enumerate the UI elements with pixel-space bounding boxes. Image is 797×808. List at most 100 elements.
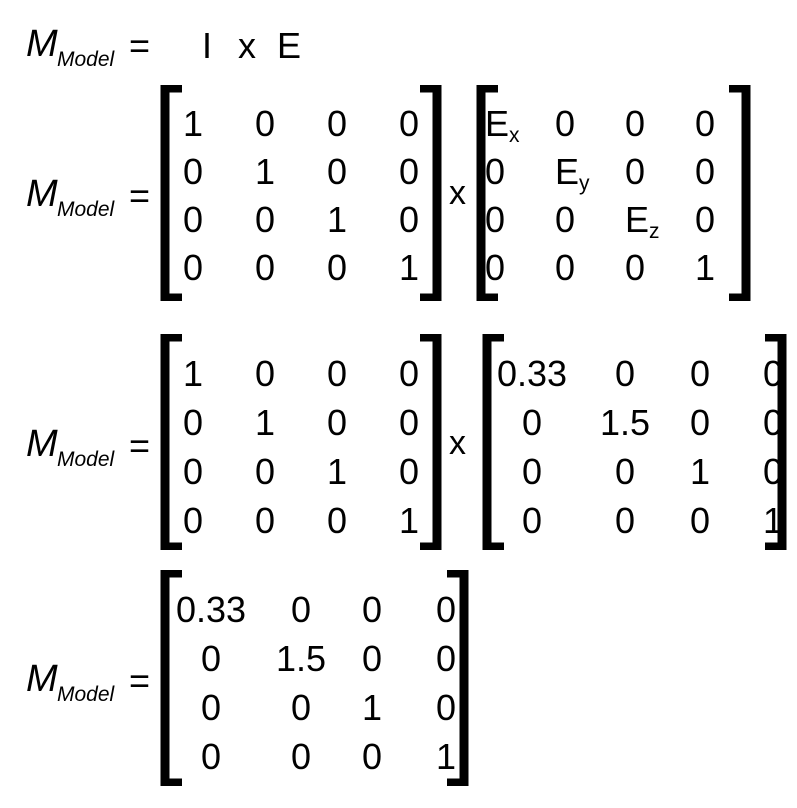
- matrix-cell: 0: [762, 451, 784, 492]
- matrix-cell: 0: [485, 247, 506, 288]
- matrix-cell: 0: [290, 687, 312, 728]
- matrix-cell: 0: [398, 151, 420, 192]
- matrix-cell: 0: [254, 500, 276, 541]
- matrix-cell: 0: [625, 247, 646, 288]
- matrix-cell: 1: [398, 500, 420, 541]
- matrix-cell: 0: [689, 402, 711, 443]
- matrix-cell: 1: [326, 199, 348, 240]
- matrix-cell: 0.33: [496, 353, 568, 394]
- matrix-cell: 1: [689, 451, 711, 492]
- matrix-cell: 1: [182, 353, 204, 394]
- matrix-cell: 0: [254, 199, 276, 240]
- matrix-cell: 0: [398, 199, 420, 240]
- matrix-cell: 0: [398, 402, 420, 443]
- matrix-cell: 0: [200, 638, 222, 679]
- equals-sign: =: [129, 175, 151, 216]
- matrix-cell: 0: [485, 151, 506, 192]
- m-symbol: M: [26, 23, 58, 65]
- multiply-symbol: x: [449, 424, 466, 462]
- matrix-cell: 0: [435, 687, 457, 728]
- matrix-subscript: z: [649, 220, 660, 243]
- matrix-cell: 0: [326, 353, 348, 394]
- matrix-cell: 0: [521, 402, 543, 443]
- matrix-cell: 0: [695, 199, 716, 240]
- matrix-cell: 0: [200, 687, 222, 728]
- matrix-cell: 0: [326, 500, 348, 541]
- matrix-cell: 0: [689, 353, 711, 394]
- matrix-cell: 0: [695, 103, 716, 144]
- identity-symbol: I: [202, 25, 213, 66]
- equals-sign: =: [129, 425, 151, 466]
- matrix-cell: 0: [762, 353, 784, 394]
- left-bracket: [160, 334, 182, 550]
- matrix-cell: 0: [398, 353, 420, 394]
- matrix-cell: 0: [182, 451, 204, 492]
- matrix-cell: 0: [398, 451, 420, 492]
- matrix-cell: 0: [435, 589, 457, 630]
- model-subscript: Model: [57, 48, 115, 71]
- model-subscript: Model: [57, 448, 115, 471]
- matrix-cell: 1: [762, 500, 784, 541]
- matrix-cell: 0: [254, 247, 276, 288]
- matrix-cell: 0: [762, 402, 784, 443]
- right-bracket: [729, 85, 751, 301]
- matrix-cell: 0: [182, 199, 204, 240]
- matrix-cell: 0: [521, 500, 543, 541]
- matrix-cell: 0: [361, 736, 383, 777]
- model-subscript: Model: [57, 198, 115, 221]
- matrix-cell: 0: [361, 638, 383, 679]
- left-bracket: [160, 570, 182, 786]
- matrix-cell: 0: [254, 103, 276, 144]
- matrix-cell: E: [555, 151, 580, 192]
- matrix-cell: 0: [290, 589, 312, 630]
- matrix-cell: 0: [398, 103, 420, 144]
- matrix-cell: 0: [625, 151, 646, 192]
- matrix-cell: 1: [435, 736, 457, 777]
- left-bracket: [160, 85, 182, 301]
- left-bracket: [476, 85, 498, 301]
- matrix-cell: 0: [182, 151, 204, 192]
- matrix-cell: 0: [182, 500, 204, 541]
- m-symbol: M: [26, 173, 58, 215]
- m-symbol: M: [26, 423, 58, 465]
- matrix-cell: 0: [326, 247, 348, 288]
- matrix-cell: 0: [254, 353, 276, 394]
- matrix-cell: E: [625, 199, 650, 240]
- equals-sign: =: [129, 660, 151, 701]
- multiply-symbol: x: [238, 25, 256, 66]
- matrix-cell: 0: [614, 353, 636, 394]
- matrix-cell: 0: [326, 151, 348, 192]
- scale-symbol: E: [277, 25, 302, 66]
- matrix-cell: 1: [182, 103, 204, 144]
- matrix-cell: 1: [695, 247, 716, 288]
- matrix-cell: 0: [435, 638, 457, 679]
- matrix-cell: 0: [614, 500, 636, 541]
- matrix-cell: 1: [254, 151, 276, 192]
- matrix-cell: 0: [254, 451, 276, 492]
- matrix-cell: 0: [290, 736, 312, 777]
- matrix-cell: 1.5: [599, 402, 651, 443]
- matrix-cell: 0: [695, 151, 716, 192]
- matrix-cell: 0: [555, 103, 576, 144]
- matrix-cell: 1: [398, 247, 420, 288]
- equation-line-1: M Model = I x E: [0, 0, 797, 80]
- matrix-cell: 0: [614, 451, 636, 492]
- right-bracket: [420, 85, 442, 301]
- model-subscript: Model: [57, 683, 115, 706]
- matrix-cell: 0: [625, 103, 646, 144]
- m-symbol: M: [26, 658, 58, 700]
- matrix-cell: 1: [254, 402, 276, 443]
- right-bracket: [447, 570, 469, 786]
- matrix-cell: 0: [555, 199, 576, 240]
- matrix-cell: 1: [361, 687, 383, 728]
- matrix-cell: 0: [326, 103, 348, 144]
- matrix-subscript: y: [579, 172, 590, 195]
- matrix-cell: 0: [555, 247, 576, 288]
- matrix-cell: 0: [200, 736, 222, 777]
- matrix-cell: 0: [182, 402, 204, 443]
- right-bracket: [765, 334, 787, 550]
- matrix-cell: 0.33: [175, 589, 247, 630]
- matrix-cell: 0: [361, 589, 383, 630]
- matrix-cell: 1.5: [275, 638, 327, 679]
- matrix-cell: 1: [326, 451, 348, 492]
